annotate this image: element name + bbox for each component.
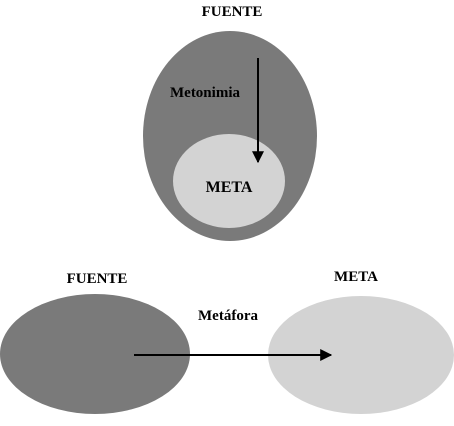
metonymy-process-label: Metonimia	[170, 85, 240, 101]
metaphor-group: FUENTE META Metáfora	[0, 269, 454, 414]
metonymy-source-label: FUENTE	[202, 4, 263, 20]
metonymy-target-label: META	[206, 179, 253, 196]
metaphor-target-ellipse	[268, 296, 454, 414]
metaphor-process-label: Metáfora	[198, 308, 258, 324]
metaphor-target-label: META	[334, 269, 378, 285]
metaphor-source-ellipse	[0, 294, 190, 414]
metaphor-source-label: FUENTE	[67, 271, 128, 287]
metonymy-group: FUENTE Metonimia META	[143, 4, 317, 241]
